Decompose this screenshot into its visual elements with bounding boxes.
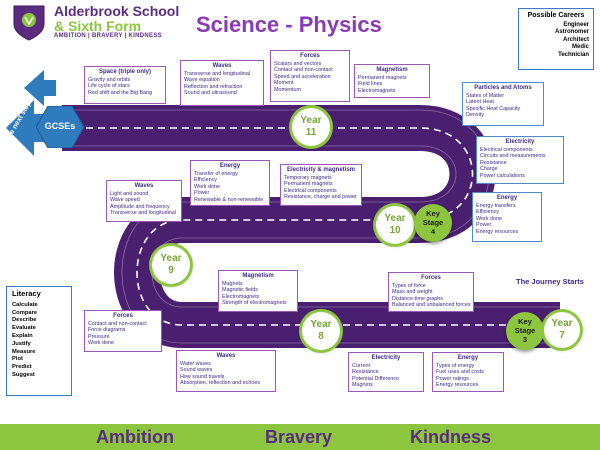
career-item: Astronomer: [554, 29, 589, 36]
topic-electricity-magnetism: Electricity & magnetism Temporary magnet…: [280, 164, 362, 206]
literacy-item: Measure: [12, 348, 36, 355]
key-stage-3-marker: [506, 312, 544, 350]
literacy-item: Compare: [12, 309, 38, 316]
literacy-item: Justify: [12, 340, 31, 347]
year-8-label: Year 8: [310, 319, 332, 342]
literacy-item: Describe: [12, 317, 37, 324]
topic-waves-y11: Waves Transverse and longitudinal Wave e…: [180, 60, 264, 106]
career-item: Technician: [558, 51, 589, 58]
topic-waves-y8: Waves Water waves Sound waves How sound …: [176, 350, 276, 392]
footer-bar: [0, 424, 600, 450]
journey-starts-label: The Journey Starts: [516, 277, 584, 286]
topic-forces-y8: Forces Contact and non-contact Force dia…: [84, 310, 162, 352]
careers-title: Possible Careers: [527, 12, 585, 19]
key-stage-4-label: Key Stage 4: [422, 209, 444, 236]
literacy-item: Explain: [12, 332, 33, 339]
career-item: Engineer: [563, 21, 589, 28]
career-item: Medic: [571, 44, 589, 51]
literacy-title: Literacy: [12, 289, 41, 298]
page-title: Science - Physics: [196, 12, 382, 37]
gcses-label: GCSEs: [44, 121, 76, 131]
year-10-marker: [376, 206, 414, 244]
year-7-label: Year 7: [551, 318, 573, 341]
topic-energy-y7: Energy Types of energy Fuel uses and cos…: [432, 352, 504, 392]
topic-particles-atoms: Particles and Atoms States of Matter Lat…: [462, 82, 544, 126]
topic-energy-y9: Energy Transfer of energy Efficiency Wor…: [190, 160, 270, 206]
footer-bravery: Bravery: [265, 427, 333, 447]
careers-panel: Possible Careers Engineer Astronomer Arc…: [518, 8, 594, 70]
year-11-marker: [292, 108, 330, 146]
topic-magnetism-y8: Magnetism Magnets Magnetic fields Electr…: [218, 270, 298, 312]
topic-forces-y7: Forces Types of force Mass and weight Di…: [388, 272, 474, 312]
topic-forces-y11: Forces Scalars and vectors Contact and n…: [270, 50, 350, 102]
school-crest-icon: [13, 5, 45, 41]
year-9-marker: [152, 246, 190, 284]
topic-energy-y10: Energy Energy transfers Efficiency Work …: [472, 192, 542, 242]
key-stage-3-label: Key Stage 3: [514, 317, 536, 344]
literacy-panel: Literacy Calculate Compare Describe Eval…: [6, 286, 72, 396]
career-item: Architect: [562, 36, 589, 43]
key-stage-4-marker: [414, 204, 452, 242]
year-7-marker: [544, 312, 580, 348]
footer-ambition: Ambition: [96, 427, 174, 447]
year-11-label: Year 11: [300, 115, 322, 138]
gcses-marker: [35, 105, 85, 149]
literacy-item: Suggest: [12, 371, 35, 378]
school-name-line1: Alderbrook School: [54, 3, 180, 19]
footer-kindness: Kindness: [410, 427, 492, 447]
topic-electricity-y10: Electricity Electrical components Circui…: [476, 136, 564, 184]
literacy-item: Plot: [12, 356, 23, 363]
topic-magnetism-y11: Magnetism Permanent magnets Field lines …: [354, 64, 430, 98]
literacy-item: Calculate: [12, 301, 38, 308]
year-10-label: Year 10: [384, 213, 406, 236]
year-9-label: Year 9: [160, 253, 182, 276]
literacy-item: Predict: [12, 364, 32, 371]
topic-waves-y9: Waves Light and sound Wave speed Amplitu…: [106, 180, 182, 222]
topic-electricity-y7: Electricity Current Resistance Potential…: [348, 352, 424, 392]
literacy-item: Evaluate: [12, 325, 36, 332]
year-8-marker: [302, 312, 340, 350]
school-motto: AMBITION | BRAVERY | KINDNESS: [54, 33, 162, 39]
school-name: Alderbrook School & Sixth Form: [54, 4, 179, 34]
school-name-line2: & Sixth Form: [54, 18, 142, 34]
topic-space: Space (triple only) Gravity and orbits L…: [84, 66, 166, 104]
